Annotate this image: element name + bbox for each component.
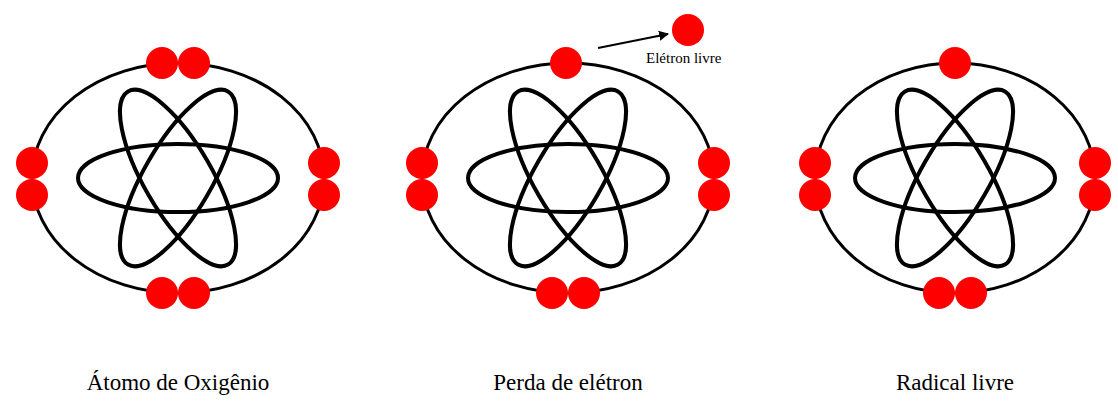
caption-label: Perda de elétron bbox=[493, 370, 642, 396]
ionized-atom bbox=[406, 14, 730, 309]
caption-label: Átomo de Oxigênio bbox=[87, 370, 270, 396]
callout-label: Elétron livre bbox=[646, 50, 721, 67]
radical-atom bbox=[799, 47, 1111, 309]
oxygen-atom bbox=[16, 47, 340, 309]
caption-label: Radical livre bbox=[896, 370, 1014, 396]
